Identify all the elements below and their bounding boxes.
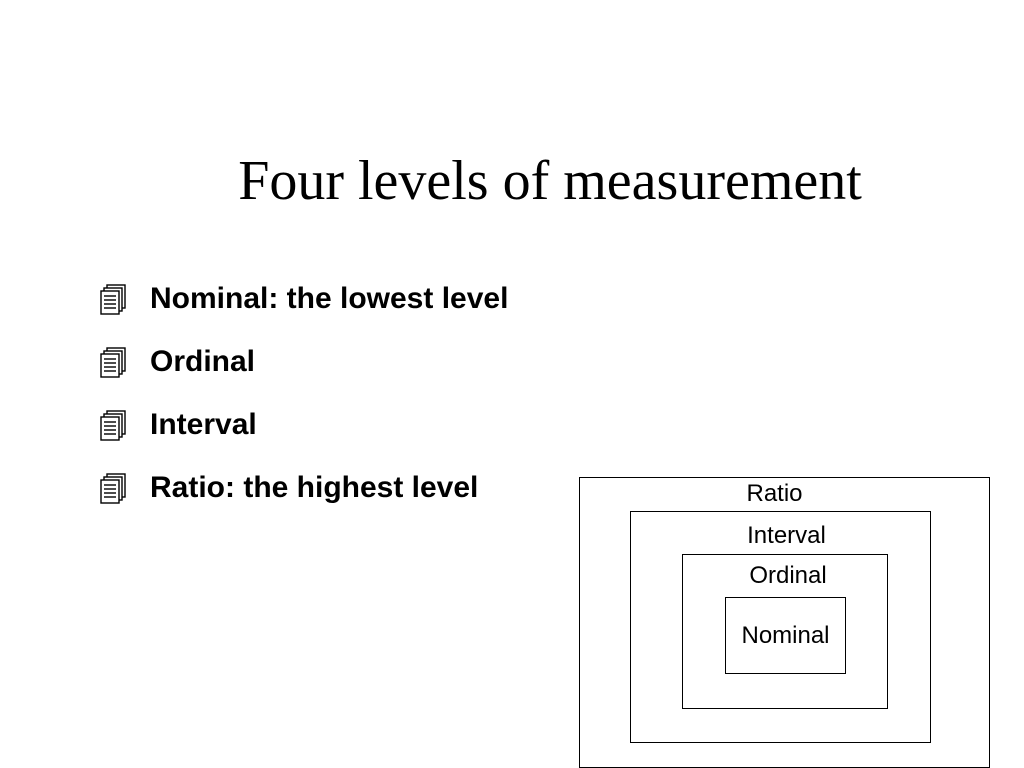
ratio-label: Ratio	[746, 480, 803, 507]
document-stack-icon	[98, 347, 128, 381]
slide-title: Four levels of measurement	[238, 149, 862, 212]
bullet-item-interval: Interval	[98, 404, 508, 467]
interval-label: Interval	[747, 522, 826, 549]
bullet-list: Nominal: the lowest level Ordinal	[98, 278, 508, 530]
document-stack-icon	[98, 473, 128, 507]
bullet-text: Interval	[150, 408, 257, 441]
ordinal-label: Ordinal	[749, 562, 827, 589]
bullet-item-nominal: Nominal: the lowest level	[98, 278, 508, 341]
bullet-item-ordinal: Ordinal	[98, 341, 508, 404]
document-stack-icon	[98, 284, 128, 318]
document-stack-icon	[98, 410, 128, 444]
bullet-item-ratio: Ratio: the highest level	[98, 467, 508, 530]
nominal-label: Nominal	[741, 622, 830, 649]
bullet-text: Nominal: the lowest level	[150, 282, 509, 315]
bullet-text: Ordinal	[150, 345, 256, 378]
bullet-text: Ratio: the highest level	[150, 471, 479, 504]
interval-box: Interval	[630, 511, 931, 743]
ordinal-box: Ordinal	[682, 554, 888, 709]
nominal-box: Nominal	[725, 597, 846, 674]
